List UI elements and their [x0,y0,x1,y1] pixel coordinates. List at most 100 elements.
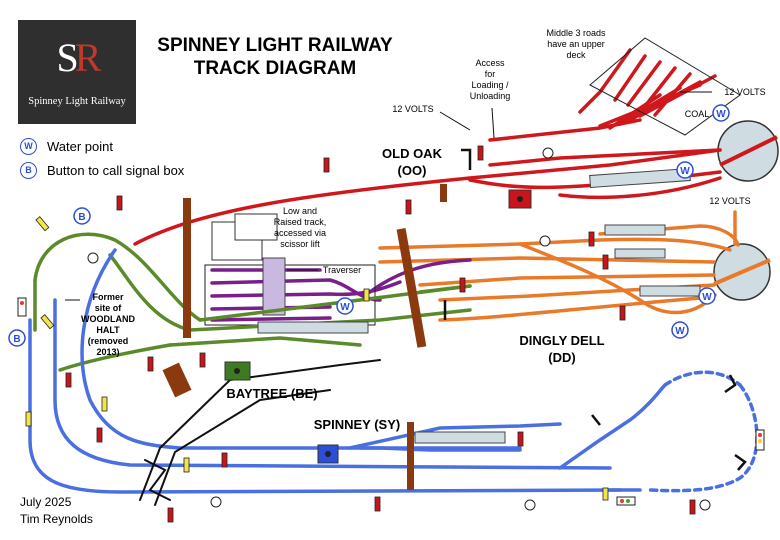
dd-line-2 [378,256,716,264]
distant-signal-icon [101,396,108,412]
point-lever-icon [699,499,711,511]
colour-light-signals [17,297,765,506]
fan-road-9 [640,66,677,112]
old-oak-lower-siding [558,176,722,200]
water-badges [8,104,730,347]
spinney-dashed-extension [648,370,759,493]
dingly-dell-name: DINGLY DELL [519,333,604,348]
traverser [262,257,286,316]
spinney-platform [414,431,506,444]
buffer-stop-icon [461,148,472,170]
spinney-siding [348,422,562,450]
water-badge-letters: W W W W W B B [13,109,726,345]
point-lever-icon [539,235,551,247]
yellow-lamp-icon [758,439,762,443]
buffer-stops [443,148,747,471]
signal-button-label: B [78,212,85,223]
distant-signal-icon [602,487,609,501]
old-oak-loading-siding [488,118,642,142]
dd-line-3 [418,273,716,287]
baytree-shed-door-icon [234,368,240,374]
green-lamp-icon [626,499,630,503]
dd-line-1 [378,237,732,252]
point-lever-icon [87,252,99,264]
legend-water: W Water point [20,138,113,155]
bridge-dingly-dell [396,228,427,348]
signal-icon [323,157,330,173]
old-oak-platform [589,167,691,189]
colour-light-signal-icon [17,297,27,317]
signal-button-icon [73,207,91,225]
volts-left-arrow [439,111,471,131]
fan-road-6 [578,48,632,114]
footer-date: July 2025 [20,495,72,509]
baytree-name: BAYTREE (BE) [226,386,317,401]
fan-road-7 [613,54,647,102]
signal-button-icon: B [20,162,37,179]
footer: July 2025 Tim Reynolds [20,494,93,528]
dashed-top [663,370,742,387]
point-lever-icon [542,147,554,159]
middle-roads-line-1: Middle 3 roads [546,28,606,38]
old-oak-lines [133,48,722,246]
signal-icon [619,305,626,321]
water-point-icon [712,104,730,122]
red-lamp-icon [20,301,24,305]
dd-platform-1 [604,224,666,236]
bridge-baytree [162,362,192,398]
platforms [257,167,701,444]
water-point-label: W [680,166,690,177]
title-line-2: TRACK DIAGRAM [193,58,357,79]
buffer-stop-icon [734,453,747,471]
access-arrow [491,107,495,139]
raised-track-line-1: Low and [283,206,317,216]
access-line-1: Access [475,58,505,68]
woodland-line-6: 2013) [96,347,119,357]
signal-icon [405,199,412,215]
bridge-spinney [407,422,414,490]
fan-road-10 [653,72,692,117]
water-point-icon [671,321,689,339]
fan-road-8 [626,60,662,107]
distant-signal-icon [25,411,32,427]
woodland-line-5: (removed [88,336,129,346]
title-line-1: SPINNEY LIGHT RAILWAY [157,35,393,56]
baytree-platform-road [168,336,362,347]
buffer-stop-icon [591,414,601,426]
bridge-old-oak [440,184,447,202]
annotations: Middle 3 roads have an upper deck Access… [274,28,766,275]
legend-button: B Button to call signal box [20,162,184,179]
signal-icon [374,496,381,512]
spinney-loop-3 [80,248,522,450]
distant-signal-icon [35,216,50,232]
upper-deck-outline [589,37,741,136]
volts-dd: 12 VOLTS [709,196,750,206]
signal-icon [65,372,72,388]
dashed-loop [648,383,759,493]
dd-platform-3 [639,285,701,297]
scissor-lift-cabin [234,213,278,241]
signal-icon [167,507,174,523]
old-oak-loop [488,148,722,167]
water-point-label: W [340,302,350,313]
middle-roads-line-3: deck [566,50,586,60]
old-oak-shed-door-icon [517,196,523,202]
spinney-lines [28,248,667,494]
baytree-platform [257,321,369,334]
water-point-icon [336,297,354,315]
black-crossing [144,459,171,501]
water-point-icon: W [20,138,37,155]
woodland-line-1: Former [92,292,124,302]
water-point-label: W [716,109,726,120]
signal-button-label: B [13,334,20,345]
woodland-line-3: WOODLAND [81,314,135,324]
raised-track-line-2: Raised track, [274,217,327,227]
bridge-west [183,198,191,338]
baytree-lower-line [58,343,172,372]
signal-icon [517,431,524,447]
spinney-east-climb [558,383,667,470]
signal-icon [459,277,466,293]
traverser-lead [368,258,472,294]
dd-crossover [518,242,717,315]
